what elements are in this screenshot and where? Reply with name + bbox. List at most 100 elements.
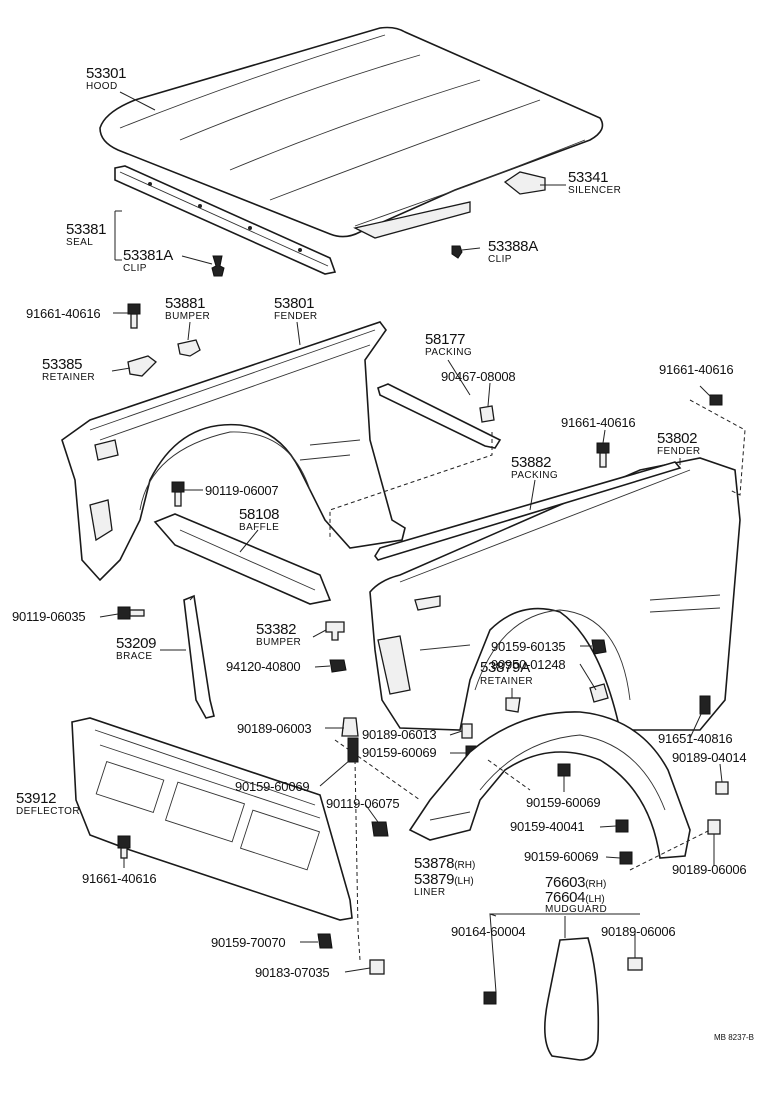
- bolt-91661-c-part: [596, 442, 610, 468]
- leader-lines: [99, 91, 746, 993]
- clip-90467-part: [479, 405, 495, 423]
- screw-90159-60135-number: 90159-60135: [491, 639, 566, 654]
- deflector-name: DEFLECTOR: [16, 806, 80, 817]
- reference-code: MB 8237-B: [714, 1033, 755, 1042]
- clip-90189-06003-part: [341, 717, 359, 737]
- screw-90159-70070-number: 90159-70070: [211, 935, 286, 950]
- fender-left-part: [61, 321, 406, 582]
- mudguard-lh-number: 76604: [545, 889, 586, 906]
- silencer-name: SILENCER: [568, 185, 622, 196]
- packing-53882-number: 53882: [511, 454, 552, 471]
- clip-90189-06006-a-part: [707, 819, 721, 835]
- screw-90159-60135-part: [591, 639, 607, 655]
- bolt-90119-06075-number: 90119-06075: [326, 796, 400, 811]
- seal-name: SEAL: [66, 237, 94, 248]
- bolt-91661-a-number: 91661-40616: [26, 306, 101, 321]
- packing-53882-part: [374, 461, 682, 561]
- packing-58177-name: PACKING: [425, 347, 473, 358]
- retainer-53879a-part: [505, 697, 521, 713]
- clip-90189-04014-part: [715, 781, 729, 795]
- fender-left-number: 53801: [274, 295, 315, 312]
- hood-clip-number: 53388A: [488, 238, 538, 255]
- seal-clip-part: [211, 255, 225, 277]
- bumper-53382-part: [325, 621, 345, 641]
- mudguard-part: [544, 937, 600, 1061]
- bolt-90119-06035-part: [117, 606, 145, 620]
- hood-part: [99, 26, 604, 239]
- seal-number: 53381: [66, 221, 107, 238]
- screw-90159-40041-number: 90159-40041: [510, 819, 585, 834]
- mudguard-lh-label: 76604(LH): [545, 890, 605, 906]
- bolt-91651-part: [699, 695, 711, 715]
- silencer-number: 53341: [568, 169, 609, 186]
- nut-94120-number: 94120-40800: [226, 659, 301, 674]
- liner-name: LINER: [414, 887, 446, 898]
- deflector-part: [71, 717, 353, 921]
- clip-90183-part: [369, 959, 385, 975]
- clip-90950-number: 90950-01248: [491, 657, 566, 672]
- bolt-91661-a-part: [127, 303, 141, 329]
- retainer-53879a-number: 53879A: [480, 659, 530, 676]
- hood-clip-part: [451, 245, 463, 259]
- bolt-90119-06035-number: 90119-06035: [12, 609, 86, 624]
- screw-90159-60069-d-part: [619, 851, 633, 865]
- seal-clip-number: 53381A: [123, 247, 173, 264]
- screw-90164-part: [483, 991, 497, 1005]
- bumper-53881-part: [177, 339, 201, 357]
- fender-right-part: [369, 457, 741, 731]
- hood-clip-name: CLIP: [488, 254, 512, 265]
- screw-90164-number: 90164-60004: [451, 924, 526, 939]
- liner-lh-number: 53879: [414, 871, 455, 888]
- screw-90159-60069-b-part: [347, 737, 359, 763]
- screw-90159-60069-c-part: [557, 763, 571, 777]
- mudguard-name: MUDGUARD: [545, 904, 608, 915]
- bolt-91661-d-number: 91661-40616: [82, 871, 157, 886]
- clip-90189-04014-number: 90189-04014: [672, 750, 747, 765]
- baffle-part: [153, 513, 332, 605]
- retainer-53385-name: RETAINER: [42, 372, 96, 383]
- bolt-90119-06007-part: [171, 481, 185, 507]
- screw-90159-60069-d-number: 90159-60069: [524, 849, 599, 864]
- retainer-53385-number: 53385: [42, 356, 83, 373]
- bumper-53881-name: BUMPER: [165, 311, 211, 322]
- mudguard-rh-number: 76603: [545, 874, 586, 891]
- baffle-number: 58108: [239, 506, 280, 523]
- screw-90159-70070-part: [317, 933, 333, 949]
- clip-90189-06013-part: [461, 723, 473, 739]
- clip-90183-number: 90183-07035: [255, 965, 330, 980]
- nut-94120-part: [329, 659, 347, 673]
- screw-90159-60069-a-number: 90159-60069: [362, 745, 437, 760]
- packing-58177-number: 58177: [425, 331, 466, 348]
- liner-lh-label: 53879(LH): [414, 872, 474, 888]
- bumper-53382-number: 53382: [256, 621, 297, 638]
- brace-name: BRACE: [116, 651, 153, 662]
- clip-90189-06006-b-part: [627, 957, 643, 971]
- liner-lh-suffix: (LH): [454, 876, 474, 887]
- liner-part: [408, 711, 691, 859]
- mudguard-lh-suffix: (LH): [585, 894, 605, 905]
- bolt-91661-b-part: [709, 394, 723, 406]
- retainer-53879a-name: RETAINER: [480, 676, 534, 687]
- clip-90189-06006-a-number: 90189-06006: [672, 862, 747, 877]
- clip-90950-part: [589, 683, 609, 703]
- bumper-53382-name: BUMPER: [256, 637, 302, 648]
- bolt-90119-06007-number: 90119-06007: [205, 483, 279, 498]
- liner-rh-suffix: (RH): [454, 860, 476, 871]
- fender-right-name: FENDER: [657, 446, 701, 457]
- clip-90189-06006-b-number: 90189-06006: [601, 924, 676, 939]
- retainer-53385-part: [127, 355, 157, 377]
- bumper-53881-number: 53881: [165, 295, 206, 312]
- fender-right-number: 53802: [657, 430, 698, 447]
- hood-name: HOOD: [86, 81, 118, 92]
- liner-rh-label: 53878(RH): [414, 856, 475, 872]
- mudguard-rh-label: 76603(RH): [545, 875, 606, 891]
- deflector-number: 53912: [16, 790, 57, 807]
- silencer-part: [503, 171, 566, 195]
- clip-90189-06003-number: 90189-06003: [237, 721, 312, 736]
- bolt-90119-06075-part: [371, 821, 389, 837]
- baffle-name: BAFFLE: [239, 522, 280, 533]
- seal-clip-name: CLIP: [123, 263, 147, 274]
- mudguard-rh-suffix: (RH): [585, 879, 607, 890]
- liner-rh-number: 53878: [414, 855, 455, 872]
